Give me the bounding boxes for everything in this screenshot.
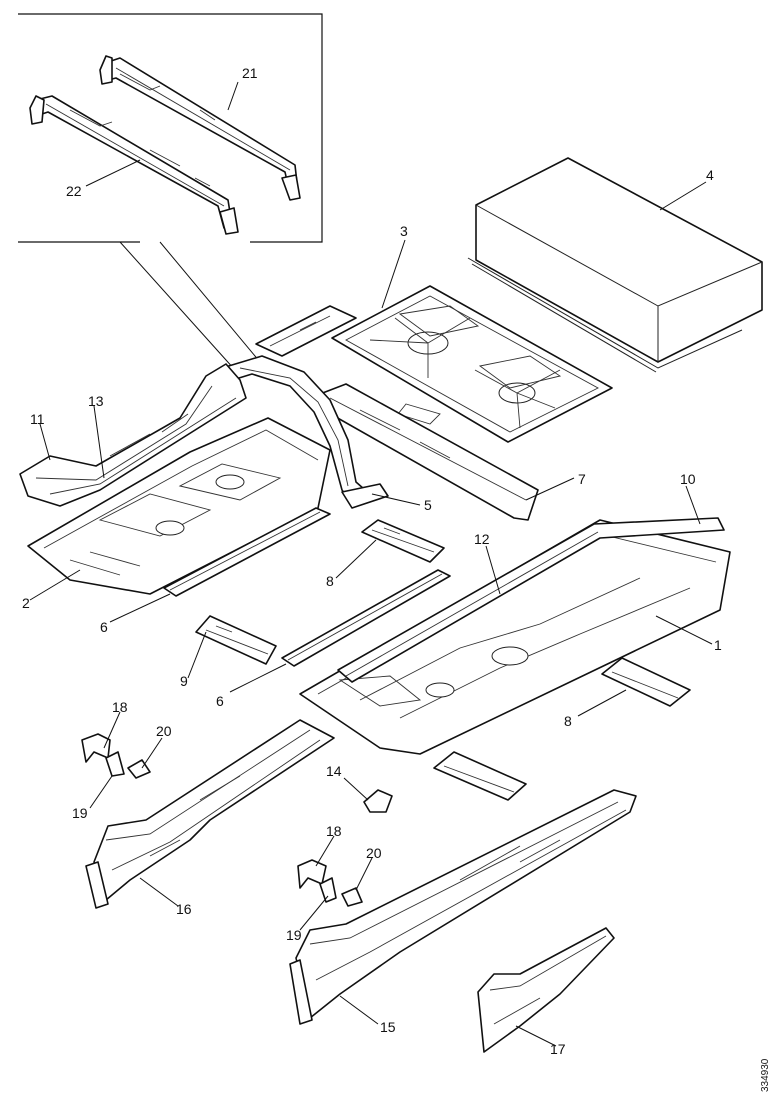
fastener-set-lower (297, 859, 363, 907)
callout-19-lower: 19 (286, 927, 302, 943)
part-14-plug (363, 789, 393, 813)
callout-labels: 21 22 4 3 11 13 5 7 10 12 2 8 6 1 9 6 8 … (22, 65, 722, 1057)
callout-6-upper: 6 (100, 619, 108, 635)
inset-detail-view (18, 13, 323, 371)
leader-lines (29, 81, 713, 1047)
part-3-rear-floor-pan (331, 285, 613, 443)
part-16-front-member (85, 719, 335, 909)
callout-15: 15 (380, 1019, 396, 1035)
callout-11: 11 (30, 411, 45, 427)
callout-13: 13 (88, 393, 104, 409)
part-5-tunnel-arch (221, 355, 389, 509)
part-8-bracket-lower (601, 657, 691, 707)
callout-17: 17 (550, 1041, 566, 1057)
part-17-tail-member (477, 927, 615, 1053)
rear-crossmember-strip (255, 305, 357, 357)
callout-18-upper: 18 (112, 699, 128, 715)
reference-code: 334930 (760, 1058, 771, 1092)
part-9-bracket (195, 615, 277, 665)
part-6-sill-upper (163, 507, 331, 597)
callout-19-upper: 19 (72, 805, 88, 821)
callout-9: 9 (180, 673, 188, 689)
part-8-bracket-upper (361, 519, 445, 563)
callout-14: 14 (326, 763, 342, 779)
center-bracket (433, 751, 527, 801)
callout-6-lower: 6 (216, 693, 224, 709)
callout-7: 7 (578, 471, 586, 487)
callout-8-upper: 8 (326, 573, 334, 589)
callout-22: 22 (66, 183, 82, 199)
callout-12: 12 (474, 531, 490, 547)
part-15-front-member (289, 789, 637, 1025)
callout-20-upper: 20 (156, 723, 172, 739)
callout-10: 10 (680, 471, 696, 487)
callout-16: 16 (176, 901, 192, 917)
part-10-12-right-sill (337, 517, 725, 683)
callout-3: 3 (400, 223, 408, 239)
part-21-crossmember (99, 55, 301, 201)
part-11-13-left-sill (19, 363, 247, 507)
part-6-sill-lower (281, 569, 451, 667)
callout-4: 4 (706, 167, 714, 183)
part-1-front-floor-right (299, 519, 731, 755)
part-4-box-panel (467, 157, 763, 373)
part-22-crossmember (29, 95, 239, 235)
callout-21: 21 (242, 65, 258, 81)
callout-8-lower: 8 (564, 713, 572, 729)
callout-20-lower: 20 (366, 845, 382, 861)
callout-1: 1 (714, 637, 722, 653)
fastener-set-upper (81, 733, 151, 779)
part-2-front-floor-left (27, 417, 331, 595)
callout-18-lower: 18 (326, 823, 342, 839)
callout-2: 2 (22, 595, 30, 611)
callout-5: 5 (424, 497, 432, 513)
